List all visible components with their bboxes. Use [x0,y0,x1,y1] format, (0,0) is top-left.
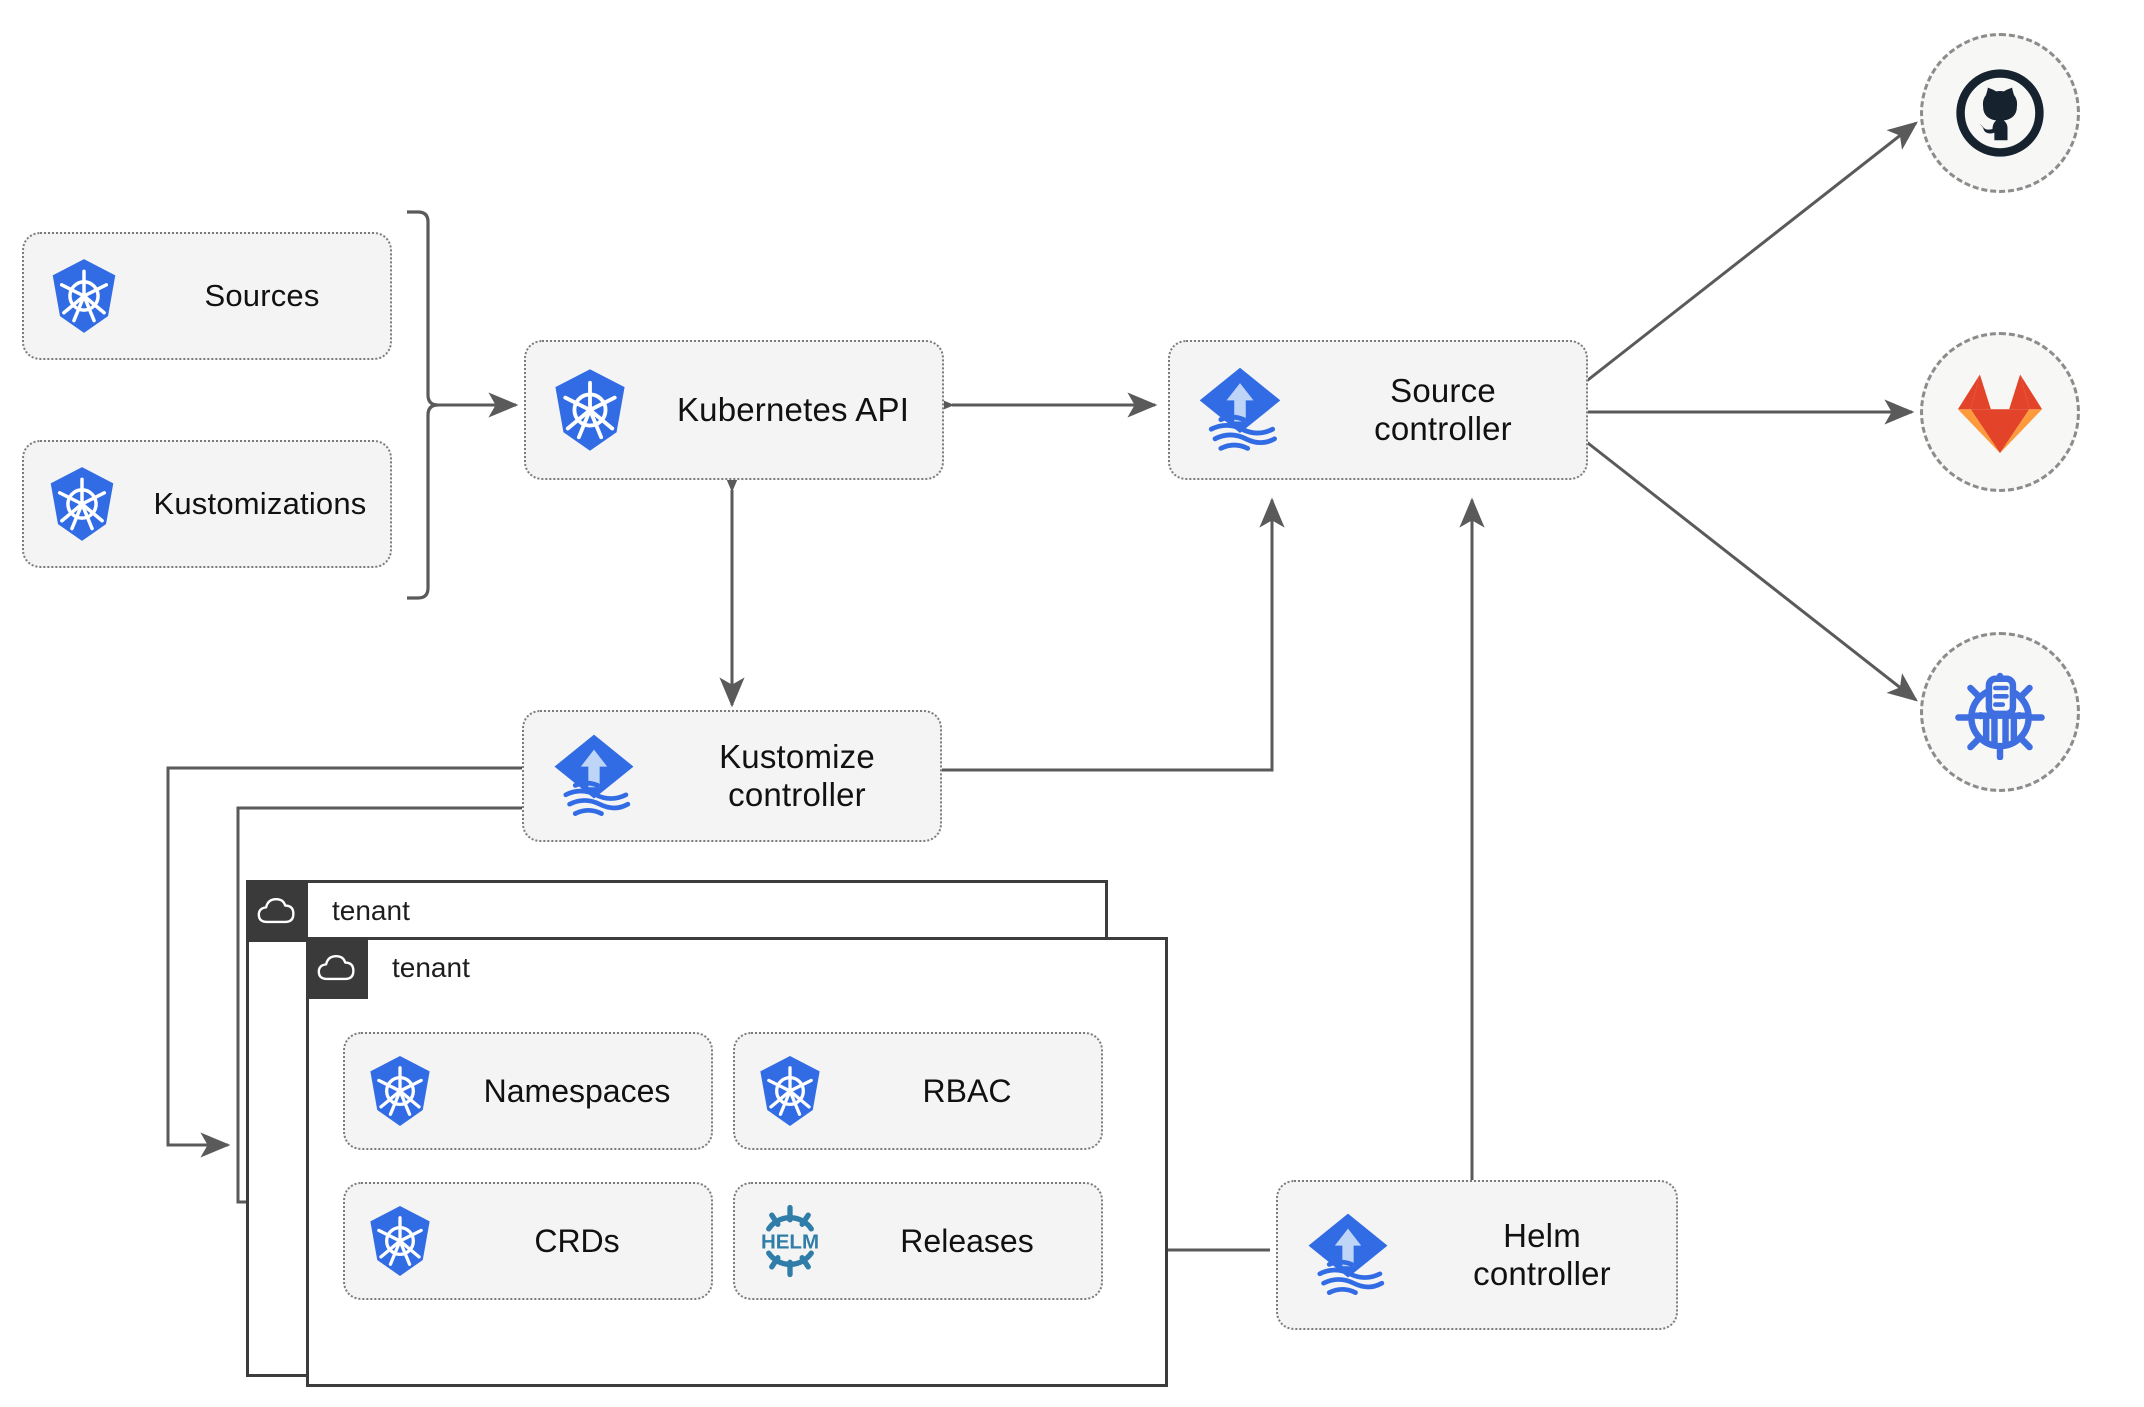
crd-card-kustomizations[interactable]: Kustomizations [22,440,392,568]
kubernetes-icon [526,368,654,452]
tenant-label: tenant [332,895,410,926]
node-label: Helm controller [1473,1217,1611,1292]
node-label: Kubernetes API [676,391,910,429]
tenant-label: tenant [392,952,470,983]
kubernetes-icon [24,258,144,334]
resource-label: Namespaces [483,1072,671,1109]
flux-icon [1278,1208,1418,1302]
crd-group-bracket [407,210,439,600]
cloud-icon [246,880,308,942]
kubernetes-icon [345,1205,455,1277]
resource-label: CRDs [534,1222,620,1259]
resource-label: RBAC [922,1072,1012,1109]
flux-icon [1170,362,1310,458]
crd-card-label: Sources [204,278,320,314]
kubernetes-icon [345,1055,455,1127]
provider-helm-repository[interactable] [1920,632,2080,792]
kubernetes-icon [24,466,140,542]
crd-card-sources[interactable]: Sources [22,232,392,360]
github-icon [1956,69,2044,157]
resource-label: Releases [900,1222,1034,1259]
resource-namespaces[interactable]: Namespaces [343,1032,713,1150]
resource-rbac[interactable]: RBAC [733,1032,1103,1150]
resource-crds[interactable]: CRDs [343,1182,713,1300]
tenant-header: tenant [246,880,410,942]
crd-card-label: Kustomizations [153,486,367,522]
tenant-header: tenant [306,937,470,999]
gitlab-icon [1957,374,2043,454]
node-source-controller[interactable]: Source controller [1168,340,1588,480]
edge-kustomize-to-source [932,497,1285,772]
node-helm-controller[interactable]: Helm controller [1276,1180,1678,1330]
node-label: Kustomize controller [719,738,875,813]
node-kustomize-controller[interactable]: Kustomize controller [522,710,942,842]
helm-icon: HELM [735,1203,845,1279]
provider-github[interactable] [1920,33,2080,193]
resource-releases[interactable]: HELM Releases [733,1182,1103,1300]
node-label: Source controller [1374,372,1512,447]
edge-source-to-github [1583,121,1918,385]
tenant-container-inner[interactable]: tenant [306,937,1168,1387]
flux-icon [524,729,664,823]
chartmuseum-icon [1955,672,2045,760]
cloud-icon [306,937,368,999]
svg-text:HELM: HELM [761,1231,819,1254]
node-kubernetes-api[interactable]: Kubernetes API [524,340,944,480]
provider-gitlab[interactable] [1920,332,2080,492]
kubernetes-icon [735,1055,845,1127]
edge-source-to-helmrepo [1583,438,1918,702]
